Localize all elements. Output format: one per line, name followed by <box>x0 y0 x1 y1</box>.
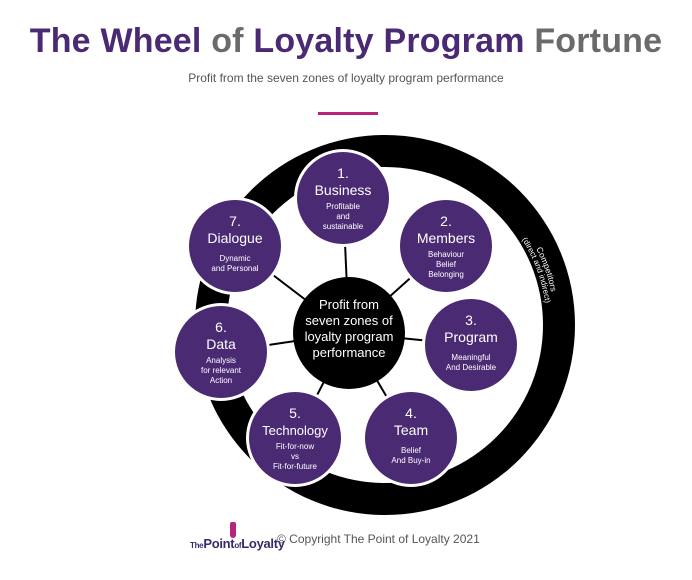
zone-description-line: sustainable <box>323 222 364 231</box>
center-label-line: performance <box>313 345 386 360</box>
logo-mark-icon <box>230 522 236 538</box>
zone-number: 1. <box>337 165 349 181</box>
title-part-4: Fortune <box>534 22 663 60</box>
zone-name: Data <box>206 336 236 352</box>
footer: ThePointofLoyalty © Copyright The Point … <box>0 518 692 558</box>
zone-description-line: Profitable <box>326 202 360 211</box>
zone-description-line: And Desirable <box>446 363 497 372</box>
zone-circle <box>400 200 492 292</box>
zone-description-line: vs <box>291 452 299 461</box>
zone-name: Team <box>394 422 428 438</box>
zone-circle <box>249 392 341 484</box>
zone-name: Program <box>444 329 498 345</box>
zone-description-line: and <box>336 212 349 221</box>
center-label-line: Profit from <box>319 297 379 312</box>
zone-number: 5. <box>289 405 301 421</box>
zone-number: 3. <box>465 312 477 328</box>
zone-circle <box>175 306 267 398</box>
point-of-loyalty-logo: ThePointofLoyalty <box>190 522 285 556</box>
title-part-3: Loyalty Program <box>253 22 535 60</box>
zone-description-line: Belonging <box>428 270 464 279</box>
accent-divider <box>318 112 378 115</box>
zone-description-line: Fit-for-future <box>273 462 318 471</box>
zone-description-line: Belief <box>436 260 457 269</box>
zone-description-line: Belief <box>401 446 422 455</box>
zone-description-line: Action <box>210 376 232 385</box>
zone-circle <box>297 152 389 244</box>
zone-number: 2. <box>440 213 452 229</box>
zone-description-line: Analysis <box>206 356 236 365</box>
title-part-2: of <box>211 22 254 60</box>
zone-number: 7. <box>229 213 241 229</box>
page-title: The Wheel of Loyalty Program Fortune <box>0 22 692 61</box>
center-label-line: seven zones of <box>305 313 393 328</box>
logo-brand: ThePointofLoyalty <box>190 536 285 551</box>
copyright-text: © Copyright The Point of Loyalty 2021 <box>277 532 480 546</box>
zone-name: Dialogue <box>207 230 262 246</box>
zone-name: Members <box>417 230 475 246</box>
title-part-1: The Wheel <box>29 22 212 60</box>
zone-number: 6. <box>215 319 227 335</box>
zone-description-line: for relevant <box>201 366 242 375</box>
zone-description-line: and Personal <box>211 264 258 273</box>
zone-description-line: And Buy-in <box>391 456 430 465</box>
zone-number: 4. <box>405 405 417 421</box>
zone-description-line: Meaningful <box>451 353 490 362</box>
zone-description-line: Fit-for-now <box>276 442 314 451</box>
zone-name: Business <box>315 182 372 198</box>
zone-name: Technology <box>262 423 328 438</box>
page-subtitle: Profit from the seven zones of loyalty p… <box>188 71 504 85</box>
center-hub <box>293 277 405 389</box>
zone-circle <box>189 200 281 292</box>
zone-circle <box>425 299 517 391</box>
zone-description-line: Behaviour <box>428 250 464 259</box>
zone-description-line: Dynamic <box>219 254 250 263</box>
zone-circle <box>365 392 457 484</box>
center-label-line: loyalty program <box>305 329 394 344</box>
